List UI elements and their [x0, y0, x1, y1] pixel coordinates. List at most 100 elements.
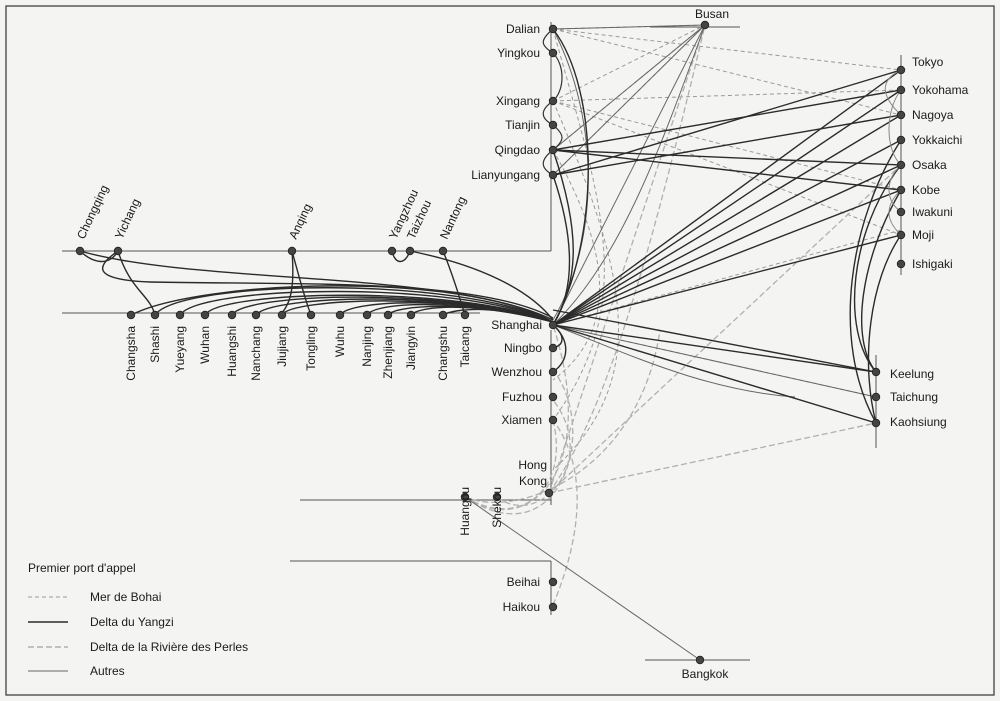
- node-ishigaki: [896, 259, 906, 269]
- label-anqing: Anqing: [286, 201, 314, 241]
- label-hongkong-2: Kong: [519, 474, 547, 488]
- label-moji: Moji: [912, 228, 934, 242]
- label-tongling: Tongling: [304, 326, 318, 371]
- label-nantong: Nantong: [437, 194, 469, 241]
- label-nanchang: Nanchang: [249, 326, 263, 381]
- label-changsha: Changsha: [124, 326, 138, 381]
- node-keelung: [871, 367, 881, 377]
- node-yingkou: [548, 48, 558, 58]
- label-changshu: Changshu: [436, 326, 450, 381]
- node-nantong: [438, 246, 448, 256]
- node-bangkok: [695, 655, 705, 665]
- label-bangkok: Bangkok: [682, 667, 730, 681]
- label-zhenjiang: Zhenjiang: [381, 326, 395, 379]
- node-wenzhou: [548, 367, 558, 377]
- port-labels: Dalian Yingkou Xingang Tianjin Qingdao L…: [471, 7, 968, 681]
- node-wuhan: [200, 310, 210, 320]
- node-shekou: [492, 492, 502, 502]
- lower-rotated-labels: Changsha Shashi Yueyang Wuhan Huangshi N…: [124, 326, 504, 536]
- node-xingang: [548, 96, 558, 106]
- label-beihai: Beihai: [507, 575, 540, 589]
- node-moji: [896, 230, 906, 240]
- legend-label-yangzi: Delta du Yangzi: [90, 615, 174, 629]
- node-taizhou: [405, 246, 415, 256]
- label-iwakuni: Iwakuni: [912, 205, 953, 219]
- legend: Premier port d'appel Mer de Bohai Delta …: [28, 561, 248, 678]
- node-kaohsiung: [871, 418, 881, 428]
- label-jiujiang: Jiujiang: [275, 326, 289, 367]
- node-jiangyin: [406, 310, 416, 320]
- legend-label-bohai: Mer de Bohai: [90, 590, 161, 604]
- label-xiamen: Xiamen: [501, 413, 542, 427]
- label-lianyungang: Lianyungang: [471, 168, 540, 182]
- node-chongqing: [75, 246, 85, 256]
- node-taicang: [460, 310, 470, 320]
- node-kobe: [896, 185, 906, 195]
- frame: [5, 5, 995, 696]
- upper-rotated-labels: Chongqing Yichang Anqing Yangzhou Taizho…: [74, 183, 469, 242]
- node-yokohama: [896, 85, 906, 95]
- label-osaka: Osaka: [912, 158, 947, 172]
- node-wuhu: [335, 310, 345, 320]
- label-nagoya: Nagoya: [912, 108, 954, 122]
- node-nagoya: [896, 110, 906, 120]
- node-qingdao: [548, 145, 558, 155]
- node-iwakuni: [896, 207, 906, 217]
- label-qingdao: Qingdao: [495, 143, 541, 157]
- label-fuzhou: Fuzhou: [502, 390, 542, 404]
- node-tongling: [306, 310, 316, 320]
- node-tokyo: [896, 65, 906, 75]
- label-taichung: Taichung: [890, 390, 938, 404]
- node-tianjin: [548, 120, 558, 130]
- label-ishigaki: Ishigaki: [912, 257, 953, 271]
- node-taichung: [871, 392, 881, 402]
- node-osaka: [896, 160, 906, 170]
- label-yingkou: Yingkou: [497, 46, 540, 60]
- port-nodes: [75, 20, 906, 665]
- label-tianjin: Tianjin: [505, 118, 540, 132]
- label-jiangyin: Jiangyin: [404, 326, 418, 370]
- node-nanchang: [251, 310, 261, 320]
- node-anqing: [287, 246, 297, 256]
- node-jiujiang: [277, 310, 287, 320]
- node-shashi: [150, 310, 160, 320]
- node-yangzhou: [387, 246, 397, 256]
- node-busan: [700, 20, 710, 30]
- label-kobe: Kobe: [912, 183, 940, 197]
- routes-autres: [464, 24, 877, 661]
- legend-label-perles: Delta de la Rivière des Perles: [90, 640, 248, 654]
- node-dalian: [548, 24, 558, 34]
- node-lianyungang: [548, 170, 558, 180]
- label-tokyo: Tokyo: [912, 55, 944, 69]
- node-nanjing: [362, 310, 372, 320]
- node-haikou: [548, 602, 558, 612]
- routes-perles: [464, 24, 902, 606]
- routes-bohai: [552, 24, 902, 471]
- node-huangpu: [460, 492, 470, 502]
- label-dalian: Dalian: [506, 22, 540, 36]
- node-yichang: [113, 246, 123, 256]
- legend-label-autres: Autres: [90, 664, 125, 678]
- label-yokkaichi: Yokkaichi: [912, 133, 962, 147]
- label-yichang: Yichang: [112, 196, 143, 241]
- node-yokkaichi: [896, 135, 906, 145]
- node-fuzhou: [548, 392, 558, 402]
- legend-title: Premier port d'appel: [28, 561, 136, 575]
- node-hongkong: [544, 488, 554, 498]
- label-xingang: Xingang: [496, 94, 540, 108]
- label-wuhan: Wuhan: [198, 326, 212, 364]
- node-yueyang: [175, 310, 185, 320]
- node-ningbo: [548, 343, 558, 353]
- node-xiamen: [548, 415, 558, 425]
- label-ningbo: Ningbo: [504, 341, 542, 355]
- node-zhenjiang: [383, 310, 393, 320]
- label-wuhu: Wuhu: [333, 326, 347, 357]
- label-shanghai: Shanghai: [491, 318, 542, 332]
- label-yueyang: Yueyang: [173, 326, 187, 373]
- japan-arcs: [884, 69, 902, 236]
- label-yokohama: Yokohama: [912, 83, 969, 97]
- label-kaohsiung: Kaohsiung: [890, 415, 947, 429]
- label-nanjing: Nanjing: [360, 326, 374, 367]
- label-huangshi: Huangshi: [225, 326, 239, 377]
